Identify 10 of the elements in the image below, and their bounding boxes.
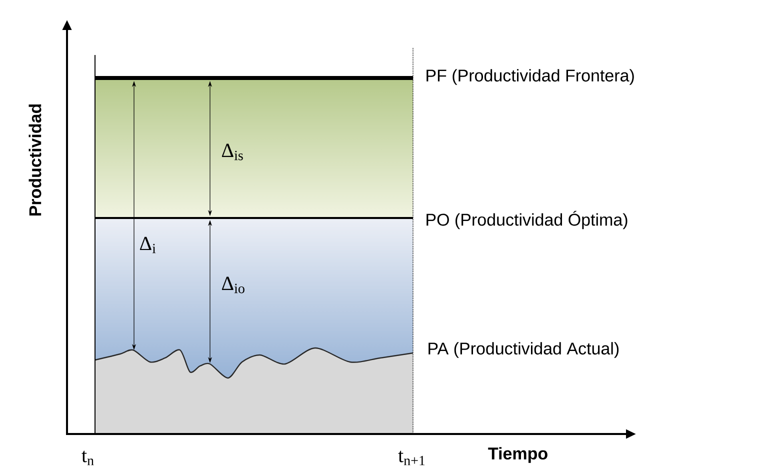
dimension-label: Δ$_{io}$	[222, 276, 244, 294]
axis-label: Tiempo	[488, 447, 548, 463]
dimension-label: Δ$_{i}$	[140, 236, 156, 254]
level-label: PF (Productividad Frontera)	[426, 69, 634, 85]
tick-label: t$_{n}$	[82, 450, 94, 466]
tick-label: t$_{n+1}$	[398, 450, 425, 466]
level-label: PA (Productividad Actual)	[428, 342, 619, 358]
axis-label: Productividad	[28, 104, 42, 216]
dimension-label: Δ$_{is}$	[222, 144, 243, 160]
level-label: PO (Productividad Óptima)	[426, 210, 628, 230]
